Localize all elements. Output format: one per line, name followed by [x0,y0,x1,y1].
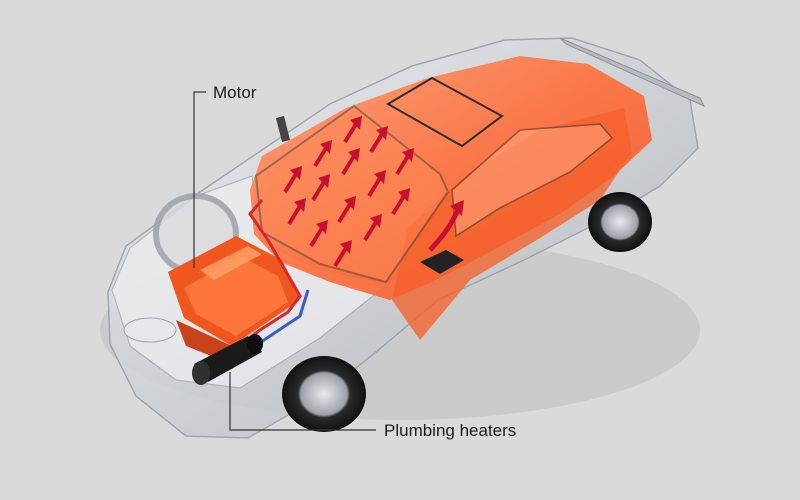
airflow-arrow-shaft [391,194,406,216]
airflow-arrow-shaft [341,154,356,176]
side-heat-arrow-head [450,200,464,216]
airflow-arrow-head [398,188,410,202]
airflow-arrow-head [402,148,414,162]
airflow-arrow-shaft [369,132,384,154]
airflow-arrow-head [294,198,306,212]
airflow-arrow-head [376,126,388,140]
airflow-arrow-shaft [287,204,302,226]
plumbing-heater-unit [192,334,263,385]
front-wheel [282,356,366,432]
motor-label: Motor [213,83,257,102]
motor-leader-line [193,91,206,268]
airflow-arrow-shaft [337,202,352,224]
rear-wheel [588,192,652,252]
airflow-arrow-shaft [333,246,348,268]
plumbing-heaters-label: Plumbing heaters [384,421,517,440]
airflow-arrow-shaft [367,176,382,198]
sunroof [386,76,504,148]
airflow-arrow-head [320,140,332,154]
plumbing-leader-line [229,372,376,431]
airflow-arrow-shaft [283,172,298,194]
airflow-arrow-shaft [309,226,324,248]
airflow-arrow-head [348,148,360,162]
side-mirror-left [420,250,464,274]
airflow-arrow-head [374,170,386,184]
airflow-arrow-head [344,196,356,210]
airflow-arrow-head [350,116,362,130]
airflow-arrow-head [290,166,302,180]
airflow-arrow-head [340,240,352,254]
airflow-arrow-shaft [395,154,410,176]
cabin-heat-zone [250,56,652,300]
rear-spoiler [559,37,706,108]
side-window [451,123,614,238]
airflow-arrow-shaft [313,146,328,168]
airflow-arrow-head [316,220,328,234]
airflow-arrows [283,116,414,268]
airflow-arrow-shaft [363,220,378,242]
side-mirror-right [276,116,290,142]
airflow-arrow-shaft [311,180,326,202]
airflow-arrow-head [370,214,382,228]
side-heat-arrow [428,208,461,252]
hot-pipe [235,199,302,350]
windshield-frame [254,104,450,284]
headlight [123,317,177,343]
airflow-arrow-head [318,174,330,188]
airflow-arrow-shaft [343,122,358,144]
